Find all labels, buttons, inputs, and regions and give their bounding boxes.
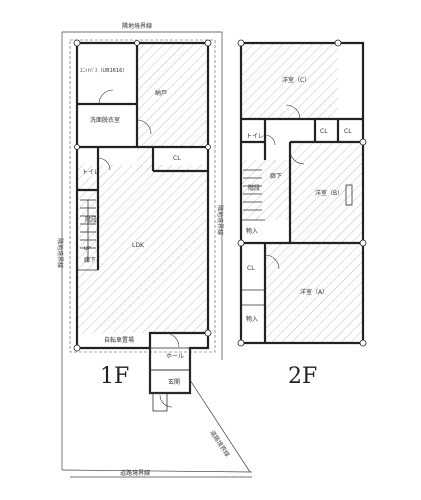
site-boundary <box>61 31 253 478</box>
toilet-door-swing <box>97 157 111 171</box>
bath-door-swing <box>98 89 114 105</box>
western-b-label: 洋室（B） <box>315 189 343 197</box>
western-a-label: 洋室（A） <box>300 288 328 296</box>
bike-parking-label: 自転車置場 <box>104 336 134 344</box>
boundary-top-label: 隣地境界線 <box>122 22 152 30</box>
ldk-fill <box>78 165 208 333</box>
second-floor-plan: 洋室（C） トイレ CL CL 廊下 階段 洋室（B） 物入 CL 洋室（A） … <box>237 39 367 389</box>
window-western-b <box>345 184 353 206</box>
western-c-label: 洋室（C） <box>282 76 310 84</box>
stairs-label: 階段 <box>85 216 97 224</box>
hall-2f-label: 廊下 <box>270 172 282 180</box>
entry-hall-label: ホール <box>166 353 184 360</box>
columns-1f <box>73 39 212 352</box>
road-boundary-bottom-label: 道路境界線 <box>120 469 150 477</box>
storage-2f-2-label: 物入 <box>246 315 258 323</box>
hall-label: 廊下 <box>84 256 96 264</box>
boundary-right-label: 隣地境界線 <box>216 205 224 235</box>
floor-label-2f: 2F <box>288 364 317 389</box>
entrance-label: 玄関 <box>168 378 180 386</box>
corridor-fill <box>137 147 153 171</box>
western-c-fill <box>241 43 338 119</box>
ldk-label: LDK <box>132 242 145 249</box>
western-b-door-swing <box>289 149 305 165</box>
toilet-2f-label: トイレ <box>246 133 264 140</box>
first-floor-plan: ﾕﾆｯﾄﾊﾞｽ（UB1616） 納戸 洗面脱衣室 CL トイレ 階段 UP 廊下… <box>56 22 253 478</box>
bath-label: ﾕﾆｯﾄﾊﾞｽ（UB1616） <box>80 67 127 74</box>
closet-label: CL <box>173 155 181 162</box>
washroom-label: 洗面脱衣室 <box>90 116 120 124</box>
closet-2f-3-label: CL <box>247 265 255 272</box>
closet-2f-1-label: CL <box>320 128 328 135</box>
floor-label-1f: 1F <box>100 364 129 389</box>
road-boundary-diag-label: 道路境界線 <box>208 429 231 459</box>
western-a-door-swing <box>264 254 280 270</box>
storage-door-swing <box>136 119 152 135</box>
storage-room-fill <box>137 43 207 147</box>
stairs-1f <box>80 199 96 262</box>
setback-line <box>69 39 216 353</box>
toilet-label: トイレ <box>82 169 100 176</box>
western-c-door-swing <box>285 104 301 120</box>
western-b-fill <box>290 142 363 242</box>
closet-2f-2-label: CL <box>344 128 352 135</box>
boundary-left-label: 隣地境界線 <box>56 238 64 268</box>
stairs-2f <box>243 169 262 211</box>
storage-label: 納戸 <box>155 89 167 97</box>
western-a-fill <box>265 243 363 343</box>
ldk-door-swing <box>164 332 180 348</box>
toilet-2f-door-swing <box>264 134 276 146</box>
entrance-door-swing <box>159 394 173 408</box>
up-label: UP <box>84 246 91 252</box>
columns-2f <box>237 39 367 347</box>
stairs-2f-label: 階段 <box>248 184 260 192</box>
storage-2f-1-label: 物入 <box>246 227 258 235</box>
